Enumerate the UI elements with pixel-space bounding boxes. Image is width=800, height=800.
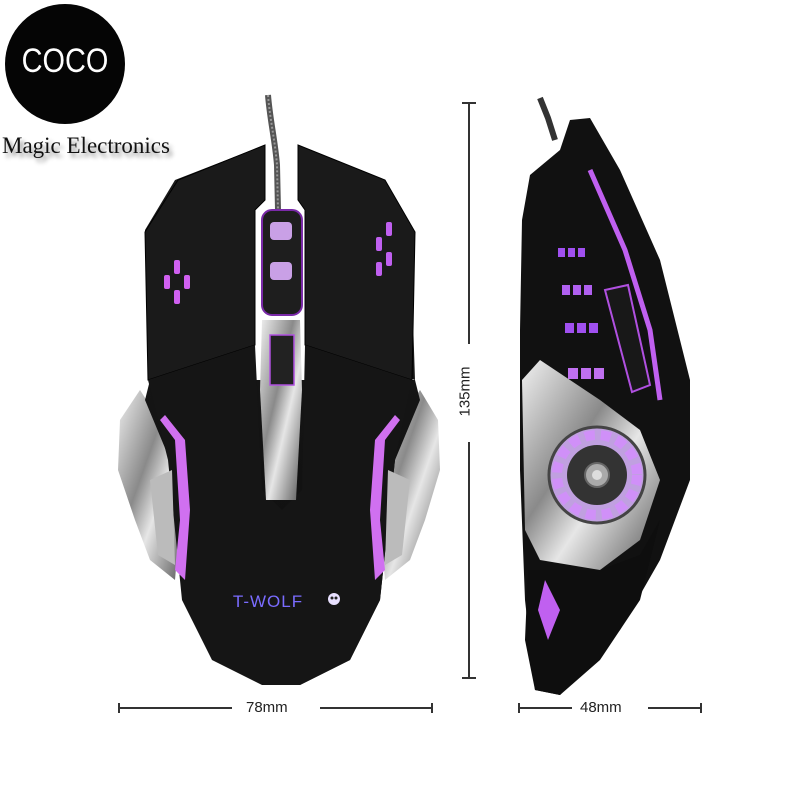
mouse-side-view (520, 96, 690, 695)
dimension-width-top (118, 703, 433, 713)
brand-name: Magic Electronics (2, 133, 170, 158)
right-led-cluster (376, 222, 392, 276)
left-led-cluster (164, 260, 190, 304)
dimension-label-width-side: 48mm (576, 699, 626, 716)
dimension-label-length: 135mm (456, 362, 474, 421)
dimension-label-width-top: 78mm (242, 699, 292, 716)
logo-badge-text: COCO (21, 42, 109, 80)
dimension-width-side (518, 703, 702, 713)
side-vent-leds (558, 248, 604, 379)
wolf-head-icon (328, 593, 340, 605)
side-gear-wheel (547, 425, 647, 525)
brand-mark-text: T-WOLF (233, 592, 303, 611)
dimension-length (462, 102, 476, 679)
logo-badge: COCO (5, 4, 125, 124)
mouse-top-view: T-WOLF (118, 144, 440, 685)
cable-top (265, 94, 281, 211)
